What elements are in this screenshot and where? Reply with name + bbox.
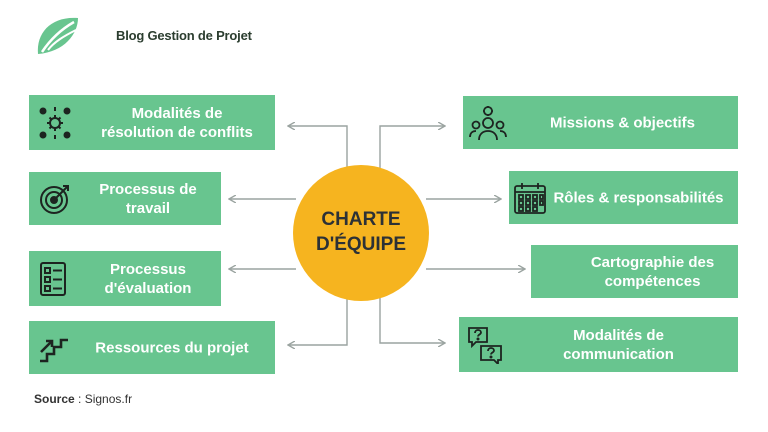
checklist-icon — [38, 261, 70, 297]
source-link[interactable]: Signos.fr — [84, 392, 133, 406]
conflict-gears-icon — [38, 106, 72, 140]
brand-name: Blog Gestion de Projet — [116, 28, 252, 43]
card-roles-responsibilities[interactable]: Rôles & responsabilités — [509, 171, 738, 224]
card-label: Ressources du projet — [95, 338, 249, 356]
card-label: Rôles & responsabilités — [553, 188, 724, 206]
card-label: Missions & objectifs — [549, 113, 696, 131]
source-label: Source — [34, 392, 75, 406]
source-separator: : — [74, 392, 85, 406]
leaf-logo-icon — [37, 17, 78, 54]
source-caption: Source : Signos.fr — [34, 392, 132, 406]
team-gear-icon — [469, 105, 507, 141]
stairs-arrow-icon — [38, 332, 70, 364]
card-missions-objectives[interactable]: Missions & objectifs — [463, 96, 738, 149]
chat-question-icon — [467, 326, 503, 364]
card-project-resources[interactable]: Ressources du projet — [29, 321, 275, 374]
calendar-icon — [513, 181, 547, 215]
target-icon — [38, 182, 72, 216]
